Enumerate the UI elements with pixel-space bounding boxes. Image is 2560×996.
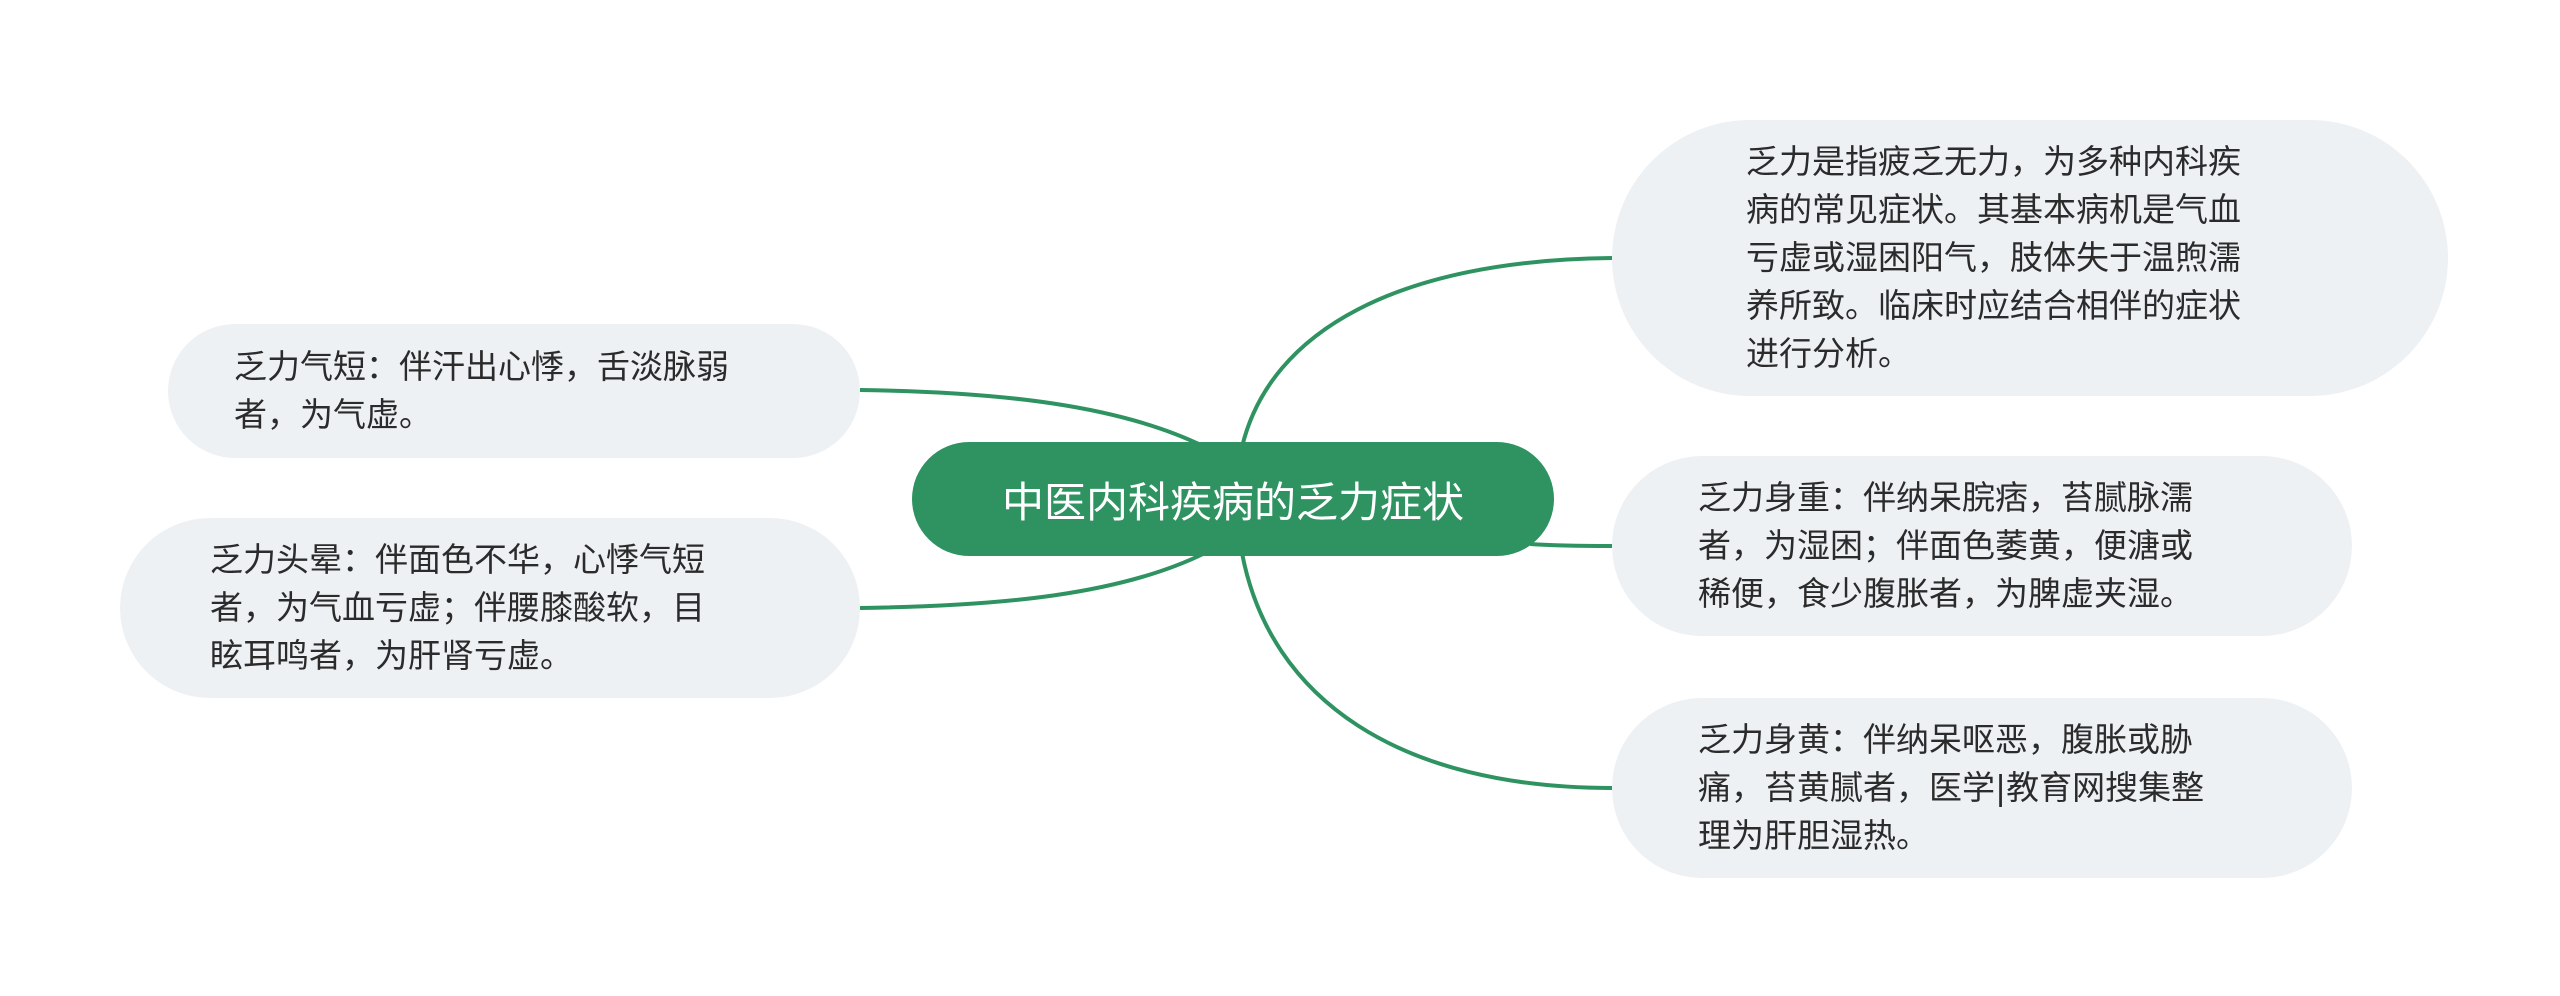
branch-node-right-1[interactable]: 乏力是指疲乏无力，为多种内科疾 病的常见症状。其基本病机是气血 亏虚或湿困阳气，… (1612, 120, 2448, 396)
branch-node-left-1[interactable]: 乏力气短：伴汗出心悸，舌淡脉弱 者，为气虚。 (168, 324, 860, 458)
connector-left-1 (859, 388, 1206, 449)
central-topic[interactable]: 中医内科疾病的乏力症状 (912, 442, 1554, 556)
connector-right-3 (1240, 552, 1613, 790)
branch-node-right-3[interactable]: 乏力身黄：伴纳呆呕恶，腹胀或胁 痛，苔黄腻者，医学|教育网搜集整 理为肝胆湿热。 (1612, 698, 2352, 878)
branch-node-text: 乏力是指疲乏无力，为多种内科疾 病的常见症状。其基本病机是气血 亏虚或湿困阳气，… (1746, 142, 2241, 373)
branch-node-text: 乏力气短：伴汗出心悸，舌淡脉弱 者，为气虚。 (234, 347, 729, 434)
branch-node-text: 乏力身重：伴纳呆脘痞，苔腻脉濡 者，为湿困；伴面色萎黄，便溏或 稀便，食少腹胀者… (1698, 478, 2193, 613)
branch-node-text: 乏力身黄：伴纳呆呕恶，腹胀或胁 痛，苔黄腻者，医学|教育网搜集整 理为肝胆湿热。 (1698, 720, 2205, 855)
central-topic-label: 中医内科疾病的乏力症状 (1001, 477, 1464, 527)
branch-node-left-2[interactable]: 乏力头晕：伴面色不华，心悸气短 者，为气血亏虚；伴腰膝酸软，目 眩耳鸣者，为肝肾… (120, 518, 860, 698)
connector-right-1 (1240, 256, 1613, 448)
branch-node-right-2[interactable]: 乏力身重：伴纳呆脘痞，苔腻脉濡 者，为湿困；伴面色萎黄，便溏或 稀便，食少腹胀者… (1612, 456, 2352, 636)
connector-left-2 (859, 551, 1206, 610)
branch-node-text: 乏力头晕：伴面色不华，心悸气短 者，为气血亏虚；伴腰膝酸软，目 眩耳鸣者，为肝肾… (210, 540, 705, 675)
connector-right-2 (1529, 542, 1613, 548)
